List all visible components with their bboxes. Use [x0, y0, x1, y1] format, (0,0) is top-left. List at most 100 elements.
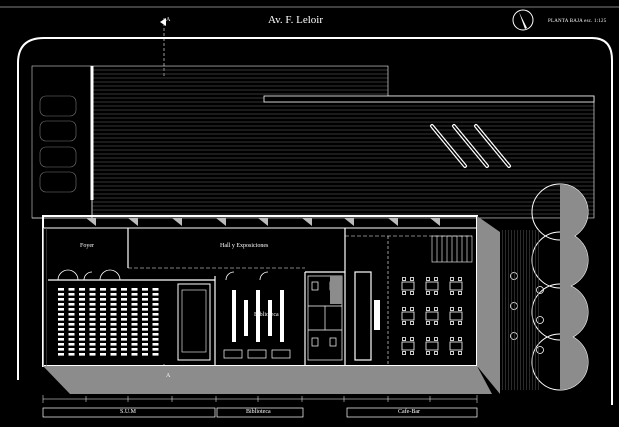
cafe-tables	[401, 277, 463, 355]
cafe-chair	[450, 337, 454, 341]
cafe-chair	[434, 321, 438, 325]
seat	[68, 308, 75, 311]
seat	[110, 288, 117, 291]
seat	[58, 353, 64, 356]
seat	[121, 348, 127, 351]
seat	[110, 293, 117, 296]
cafe-chair	[458, 337, 462, 341]
seat	[68, 318, 75, 321]
seat	[121, 288, 127, 291]
cafe-chair	[450, 291, 454, 295]
seat	[89, 293, 96, 296]
seat	[152, 353, 159, 356]
seat	[110, 328, 117, 331]
seat	[79, 298, 85, 301]
seat	[58, 293, 64, 296]
seat	[89, 318, 96, 321]
seat	[68, 298, 75, 301]
cafe-table	[425, 341, 439, 351]
seat	[89, 348, 96, 351]
seat	[100, 313, 106, 316]
cafe-table	[425, 311, 439, 321]
seat	[58, 328, 64, 331]
seat	[79, 318, 85, 321]
seat	[68, 288, 75, 291]
cafe-chair	[458, 291, 462, 295]
seat	[142, 298, 148, 301]
door-swings	[57, 269, 269, 281]
cafe-chair	[434, 351, 438, 355]
seat	[100, 293, 106, 296]
zone-brackets	[42, 407, 478, 418]
seat	[79, 293, 85, 296]
room-label-foyer: Foyer	[80, 243, 94, 249]
seat	[89, 288, 96, 291]
seat	[100, 353, 106, 356]
seat	[100, 348, 106, 351]
seat	[89, 303, 96, 306]
seat	[68, 343, 75, 346]
seat	[152, 303, 159, 306]
cafe-chair	[450, 277, 454, 281]
seat	[152, 323, 159, 326]
seat	[152, 328, 159, 331]
cafe-chair	[426, 351, 430, 355]
seat	[68, 338, 75, 341]
cafe-chair	[458, 321, 462, 325]
seat	[131, 328, 138, 331]
seat	[100, 343, 106, 346]
seat	[131, 343, 138, 346]
seat	[100, 308, 106, 311]
zone-label-cafe: Cafe-Bar	[398, 409, 420, 415]
seat	[121, 313, 127, 316]
roof-surface	[91, 65, 595, 219]
street-name: Av. F. Leloir	[268, 14, 324, 26]
seat	[131, 333, 138, 336]
seat	[110, 348, 117, 351]
seat	[89, 353, 96, 356]
seat	[68, 328, 75, 331]
seat	[100, 298, 106, 301]
cafe-table	[449, 311, 463, 321]
cafe-chair	[402, 307, 406, 311]
cafe-chair	[410, 351, 414, 355]
seat	[79, 348, 85, 351]
seat	[121, 293, 127, 296]
seat	[89, 313, 96, 316]
skylights-inner	[431, 125, 510, 167]
seat	[152, 338, 159, 341]
seat	[89, 308, 96, 311]
cafe-chair	[450, 321, 454, 325]
seat	[121, 333, 127, 336]
bar-counter	[354, 271, 380, 361]
cafe-table	[401, 281, 415, 291]
seat	[142, 333, 148, 336]
terrace-hatch	[500, 230, 540, 390]
seat	[131, 318, 138, 321]
seat	[89, 343, 96, 346]
dimension-line	[42, 395, 478, 403]
site-boundary	[17, 37, 613, 405]
seat	[110, 308, 117, 311]
seat	[152, 308, 159, 311]
seat	[121, 298, 127, 301]
seat	[131, 338, 138, 341]
room-label-hall: Hall y Exposiciones	[220, 243, 269, 249]
seat	[68, 293, 75, 296]
seat	[79, 343, 85, 346]
cafe-table	[401, 311, 415, 321]
cafe-chair	[434, 291, 438, 295]
seat	[110, 353, 117, 356]
cafe-chair	[458, 307, 462, 311]
seat	[142, 323, 148, 326]
cafe-table	[425, 281, 439, 291]
cafe-chair	[402, 351, 406, 355]
seat	[142, 288, 148, 291]
seat	[110, 333, 117, 336]
seat	[89, 328, 96, 331]
seat	[142, 318, 148, 321]
seat	[142, 303, 148, 306]
room-label-biblioteca: Biblioteca	[254, 312, 279, 318]
seat	[142, 343, 148, 346]
